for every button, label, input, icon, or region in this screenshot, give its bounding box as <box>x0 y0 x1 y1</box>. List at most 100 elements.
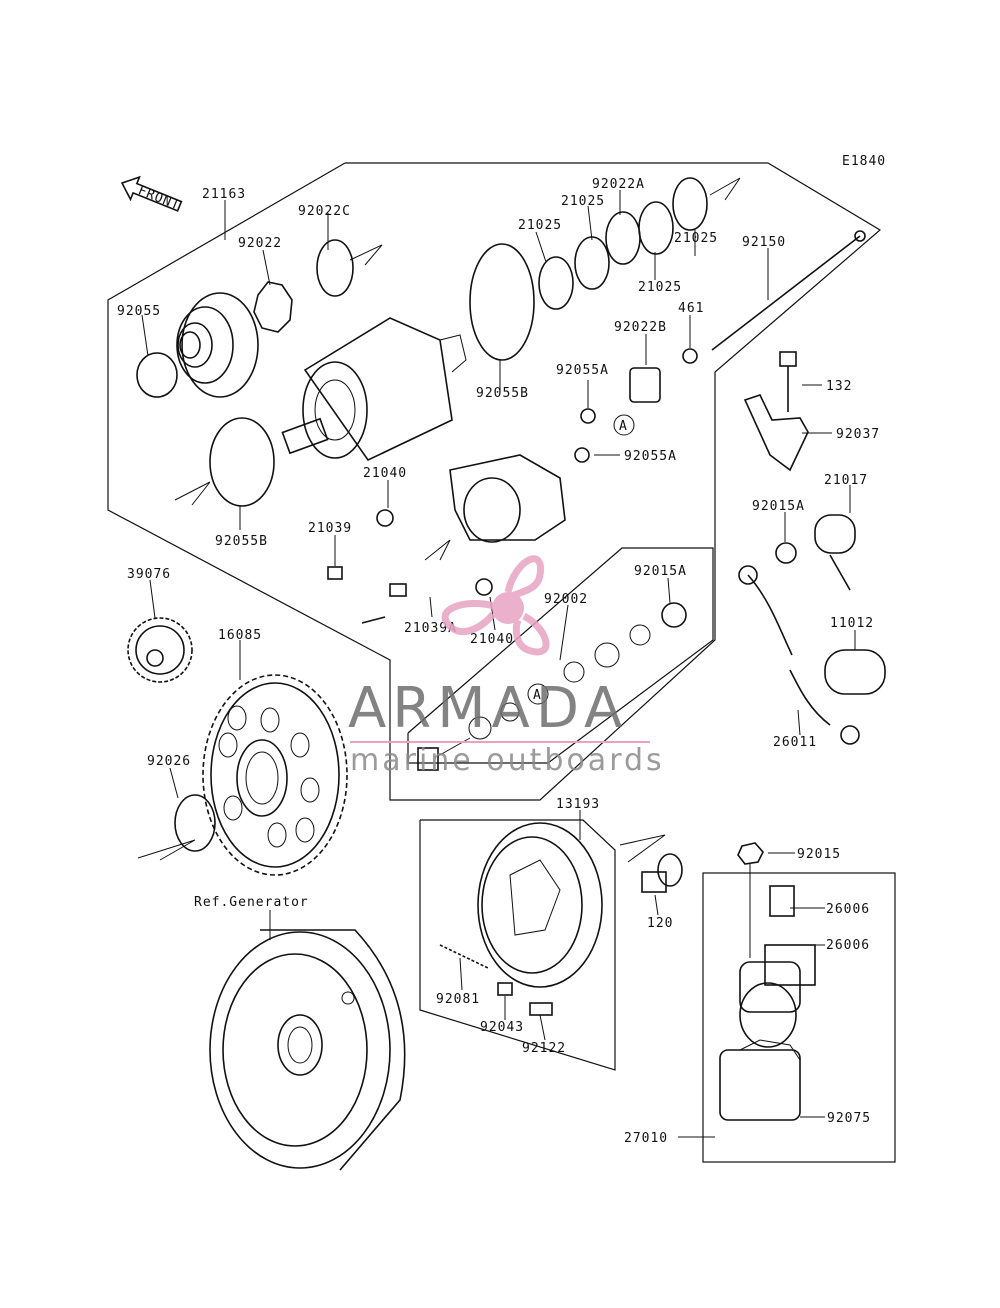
starter-assembly-frame <box>107 162 882 801</box>
part-label[interactable]: 92055B <box>215 534 268 549</box>
part-label[interactable]: 26006 <box>826 902 870 917</box>
part-label[interactable]: 21039 <box>308 521 352 536</box>
pin-92043-drawing <box>497 982 513 996</box>
part-label[interactable]: 21163 <box>202 187 246 202</box>
callout-a-circle <box>527 683 549 705</box>
armada-logo-icon <box>441 555 550 656</box>
shim-92022a-drawing <box>605 211 641 265</box>
part-label[interactable]: 92055A <box>556 363 609 378</box>
part-label[interactable]: 21017 <box>824 473 868 488</box>
part-label[interactable]: 132 <box>826 379 852 394</box>
part-label[interactable]: 92015A <box>752 499 805 514</box>
part-label[interactable]: 92122 <box>522 1041 566 1056</box>
part-label[interactable]: 92022B <box>614 320 667 335</box>
o-ring-92055-drawing <box>136 352 178 398</box>
cable-terminal-drawing <box>840 725 860 745</box>
bearing-21040-lower-drawing <box>475 578 493 596</box>
washer-drawing <box>563 661 585 683</box>
plate-92022b-drawing <box>629 367 661 403</box>
part-label[interactable]: 92081 <box>436 992 480 1007</box>
cable-terminal-drawing <box>738 565 758 585</box>
part-label[interactable]: 21040 <box>470 632 514 647</box>
part-label[interactable]: 92055B <box>476 386 529 401</box>
part-label[interactable]: 27010 <box>624 1131 668 1146</box>
bearing-21040-drawing <box>376 509 394 527</box>
starter-clutch-13193-drawing <box>477 822 603 988</box>
part-label[interactable]: 92150 <box>742 235 786 250</box>
part-label[interactable]: 92026 <box>147 754 191 769</box>
diagram-code: E1840 <box>842 154 886 169</box>
washer-drawing <box>629 624 651 646</box>
brush-21039a-drawing <box>389 583 407 597</box>
terminal-bolt-drawing <box>417 747 439 771</box>
washer-92015a-drawing <box>661 602 687 628</box>
cap-21017-drawing <box>814 514 856 591</box>
starter-gear-16085-drawing <box>202 674 348 876</box>
roller-92122-drawing <box>529 1002 553 1016</box>
part-label[interactable]: 21040 <box>363 466 407 481</box>
part-label[interactable]: 92043 <box>480 1020 524 1035</box>
gear-120-drawing <box>641 853 683 893</box>
motor-yoke-drawing <box>281 317 467 462</box>
direction-arrows <box>137 177 741 863</box>
callout-letter: A <box>619 419 628 434</box>
part-label[interactable]: 92055A <box>624 449 677 464</box>
part-label[interactable]: 39076 <box>127 567 171 582</box>
nut-92015-drawing <box>737 842 764 865</box>
part-label[interactable]: 92055 <box>117 304 161 319</box>
part-label[interactable]: 92015 <box>797 847 841 862</box>
part-label[interactable]: 92015A <box>634 564 687 579</box>
callout-a-circle <box>613 414 635 436</box>
part-label[interactable]: 11012 <box>830 616 874 631</box>
cable-26011-drawing <box>789 669 831 726</box>
part-label[interactable]: 21025 <box>518 218 562 233</box>
o-ring-92055b-lower-drawing <box>209 417 275 507</box>
washer-drawing <box>500 702 520 722</box>
shim-21025-d-drawing <box>672 177 708 231</box>
generator-rotor-drawing <box>209 929 406 1171</box>
shim-21025-a-drawing <box>538 256 574 310</box>
watermark-subtitle: marine outboards <box>350 743 665 778</box>
washer-drawing <box>594 642 620 668</box>
relay-cover-92075-drawing <box>719 1039 801 1121</box>
nut-92015a-drawing <box>775 542 797 564</box>
part-label[interactable]: 21039A <box>404 621 457 636</box>
washer-drawing <box>468 716 492 740</box>
part-label[interactable]: 461 <box>678 301 704 316</box>
callout-letter: A <box>533 688 542 703</box>
part-label[interactable]: 120 <box>647 916 673 931</box>
part-label[interactable]: 92022 <box>238 236 282 251</box>
part-label[interactable]: 92022C <box>298 204 351 219</box>
part-label[interactable]: 92037 <box>836 427 880 442</box>
bracket-92037-drawing <box>743 394 809 472</box>
part-label[interactable]: 16085 <box>218 628 262 643</box>
rear-cover-drawing <box>176 292 259 398</box>
brush-21039-drawing <box>327 566 343 580</box>
relay-frame <box>702 872 896 1163</box>
watermark-title: ARMADA <box>348 676 628 741</box>
part-label[interactable]: 21025 <box>638 280 682 295</box>
part-label[interactable]: 92075 <box>827 1111 871 1126</box>
part-label[interactable]: 21025 <box>561 194 605 209</box>
cap-11012-drawing <box>824 649 886 695</box>
o-ring-92055b-drawing <box>469 243 535 361</box>
part-label[interactable]: 26006 <box>826 938 870 953</box>
washer-92022c-drawing <box>316 239 354 297</box>
part-label[interactable]: 92002 <box>544 592 588 607</box>
front-arrow-icon: FRONT <box>120 175 183 214</box>
shim-21025-b-drawing <box>574 236 610 290</box>
leader-lines <box>141 190 856 1138</box>
screw-drawing <box>361 616 386 624</box>
clutch-frame <box>419 819 616 1071</box>
washer-92026-drawing <box>174 794 216 852</box>
cable-drawing <box>747 574 793 656</box>
part-label[interactable]: 21025 <box>674 231 718 246</box>
through-bolt-92150-drawing <box>711 235 861 351</box>
part-label[interactable]: 26011 <box>773 735 817 750</box>
lock-washer-92022-drawing <box>253 281 293 333</box>
part-label[interactable]: 13193 <box>556 797 600 812</box>
part-label[interactable]: 92022A <box>592 177 645 192</box>
fuse-26006-drawing <box>769 885 795 917</box>
